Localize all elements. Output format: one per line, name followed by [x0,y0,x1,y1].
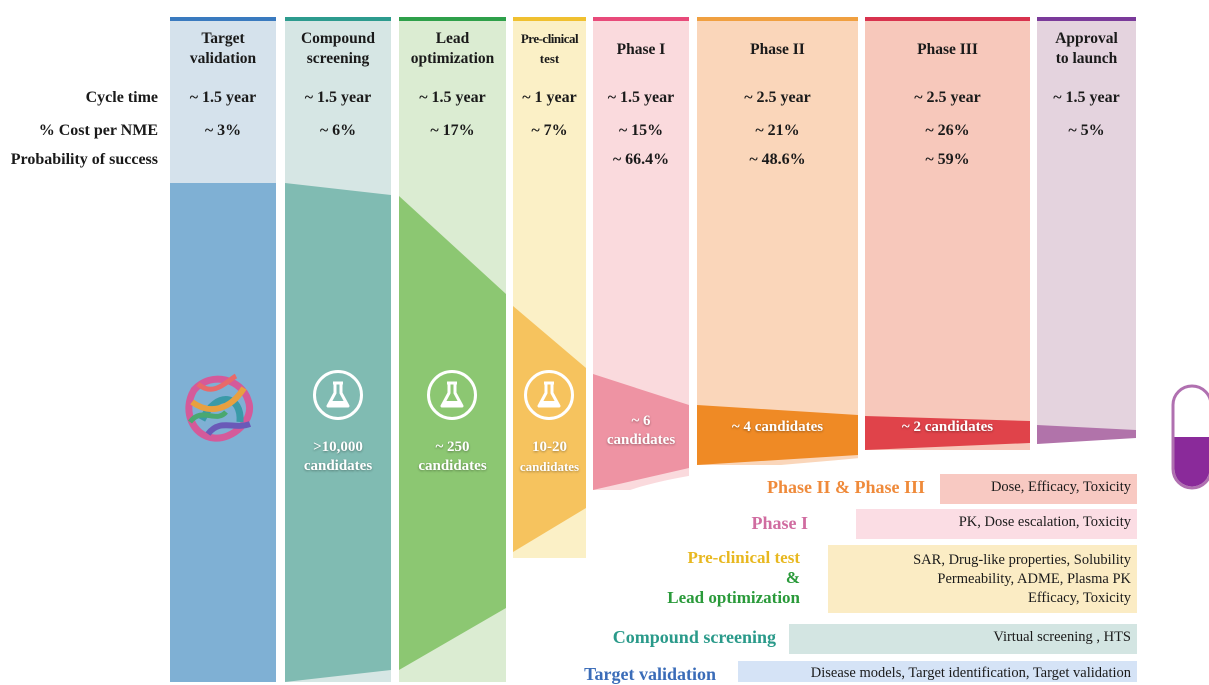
candidate-count-phase1: ~ 6 [631,413,651,429]
col-preclinical-dark [513,306,586,552]
topbar-phase2 [697,17,858,21]
col-approval-light [1037,18,1136,444]
prob-phase2: ~ 48.6% [749,151,806,168]
prob-phase3: ~ 59% [925,151,970,168]
legend-desc-phase23: Dose, Efficacy, Toxicity [990,479,1131,495]
col-phase2-dark [697,405,858,465]
cycle-preclinical: ~ 1 year [522,89,577,106]
cost-phase3: ~ 26% [925,122,970,139]
stage-heading-compound-line2: screening [306,50,370,67]
stage-heading-preclinical-line2: test [539,51,560,66]
stage-heading-preclinical-line1: Pre-clinical [520,31,579,46]
stage-heading-phase2-line1: Phase II [750,41,805,58]
col-compound-dark [285,183,391,682]
legend-title-lead: Lead optimization [667,588,800,607]
candidate-label-compound: candidates [303,458,373,474]
legend-title-phase23: Phase II & Phase III [766,477,925,497]
cycle-target: ~ 1.5 year [189,89,257,106]
stage-heading-approval-line2: to launch [1055,50,1118,67]
flask-icon [524,370,574,420]
legend-box-phase1: PK, Dose escalation, Toxicity [856,509,1137,539]
candidate-count-preclinical: 10-20 [532,439,567,455]
candidate-count-phase3: ~ 2 candidates [901,419,994,435]
topbar-approval [1037,17,1136,21]
candidate-count-compound: >10,000 [313,439,363,455]
candidate-count-phase2: ~ 4 candidates [731,419,824,435]
capsule-icon [1171,384,1209,490]
stage-heading-phase1-line1: Phase I [616,41,666,58]
col-phase1-dark [593,374,689,490]
stage-heading-target-line2: validation [189,50,257,67]
cost-approval: ~ 5% [1068,122,1105,139]
legend-desc-phase1: PK, Dose escalation, Toxicity [958,514,1131,530]
stage-heading-target-line1: Target [201,30,245,47]
topbar-target [170,17,276,21]
prob-phase1: ~ 66.4% [612,151,670,168]
cycle-phase1: ~ 1.5 year [607,89,675,106]
flask-icon [427,370,477,420]
cost-phase1: ~ 15% [618,122,664,139]
legend-title-ampersand: & [785,568,800,587]
legend-title-phase1: Phase I [751,513,808,533]
cost-target: ~ 3% [204,122,242,139]
col-phase3-dark [865,416,1030,450]
topbar-phase1 [593,17,689,21]
stage-heading-compound-line1: Compound [300,30,376,47]
legend-title-target: Target validation [584,664,716,684]
cost-phase2: ~ 21% [755,122,800,139]
protein-structure-icon [185,373,254,442]
cycle-phase2: ~ 2.5 year [744,89,811,106]
legend-desc-preclinical-3: Efficacy, Toxicity [1027,590,1131,606]
topbar-compound [285,17,391,21]
legend-box-phase23: Dose, Efficacy, Toxicity [940,474,1137,504]
flask-icon [313,370,363,420]
legend-title-preclinical: Pre-clinical test [687,548,800,567]
legend-desc-preclinical-2: Permeability, ADME, Plasma PK [937,571,1131,587]
cost-preclinical: ~ 7% [531,122,568,139]
cycle-compound: ~ 1.5 year [304,89,372,106]
legend-title-compound: Compound screening [612,627,776,647]
candidate-label-preclinical: candidates [519,459,580,474]
row-label-cost: % Cost per NME [38,122,158,139]
candidate-count-lead: ~ 250 [435,439,470,455]
stage-heading-approval-line1: Approval [1055,30,1118,47]
col-target-dark [170,183,276,682]
topbar-preclinical [513,17,586,21]
legend-box-compound: Virtual screening , HTS [789,624,1137,654]
cycle-approval: ~ 1.5 year [1053,89,1120,106]
legend-box-target: Disease models, Target identification, T… [738,661,1137,682]
legend-desc-target: Disease models, Target identification, T… [810,665,1131,681]
cycle-lead: ~ 1.5 year [419,89,486,106]
legend-desc-preclinical-1: SAR, Drug-like properties, Solubility [913,552,1131,568]
stage-heading-lead-line1: Lead [435,30,470,47]
legend-desc-compound: Virtual screening , HTS [993,629,1131,645]
candidate-label-lead: candidates [418,458,487,474]
cost-lead: ~ 17% [430,122,475,139]
col-approval-dark [1037,425,1136,444]
cost-compound: ~ 6% [319,122,357,139]
row-label-probability: Probability of success [10,151,158,168]
row-label-cycle-time: Cycle time [85,89,158,106]
col-phase3-light [865,18,1030,450]
col-phase2-light [697,18,858,465]
stage-heading-lead-line2: optimization [410,50,495,67]
stage-heading-phase3-line1: Phase III [917,41,978,58]
topbar-lead [399,17,506,21]
topbar-phase3 [865,17,1030,21]
candidate-label-phase1: candidates [606,432,676,448]
cycle-phase3: ~ 2.5 year [914,89,981,106]
col-lead-dark [399,196,506,670]
